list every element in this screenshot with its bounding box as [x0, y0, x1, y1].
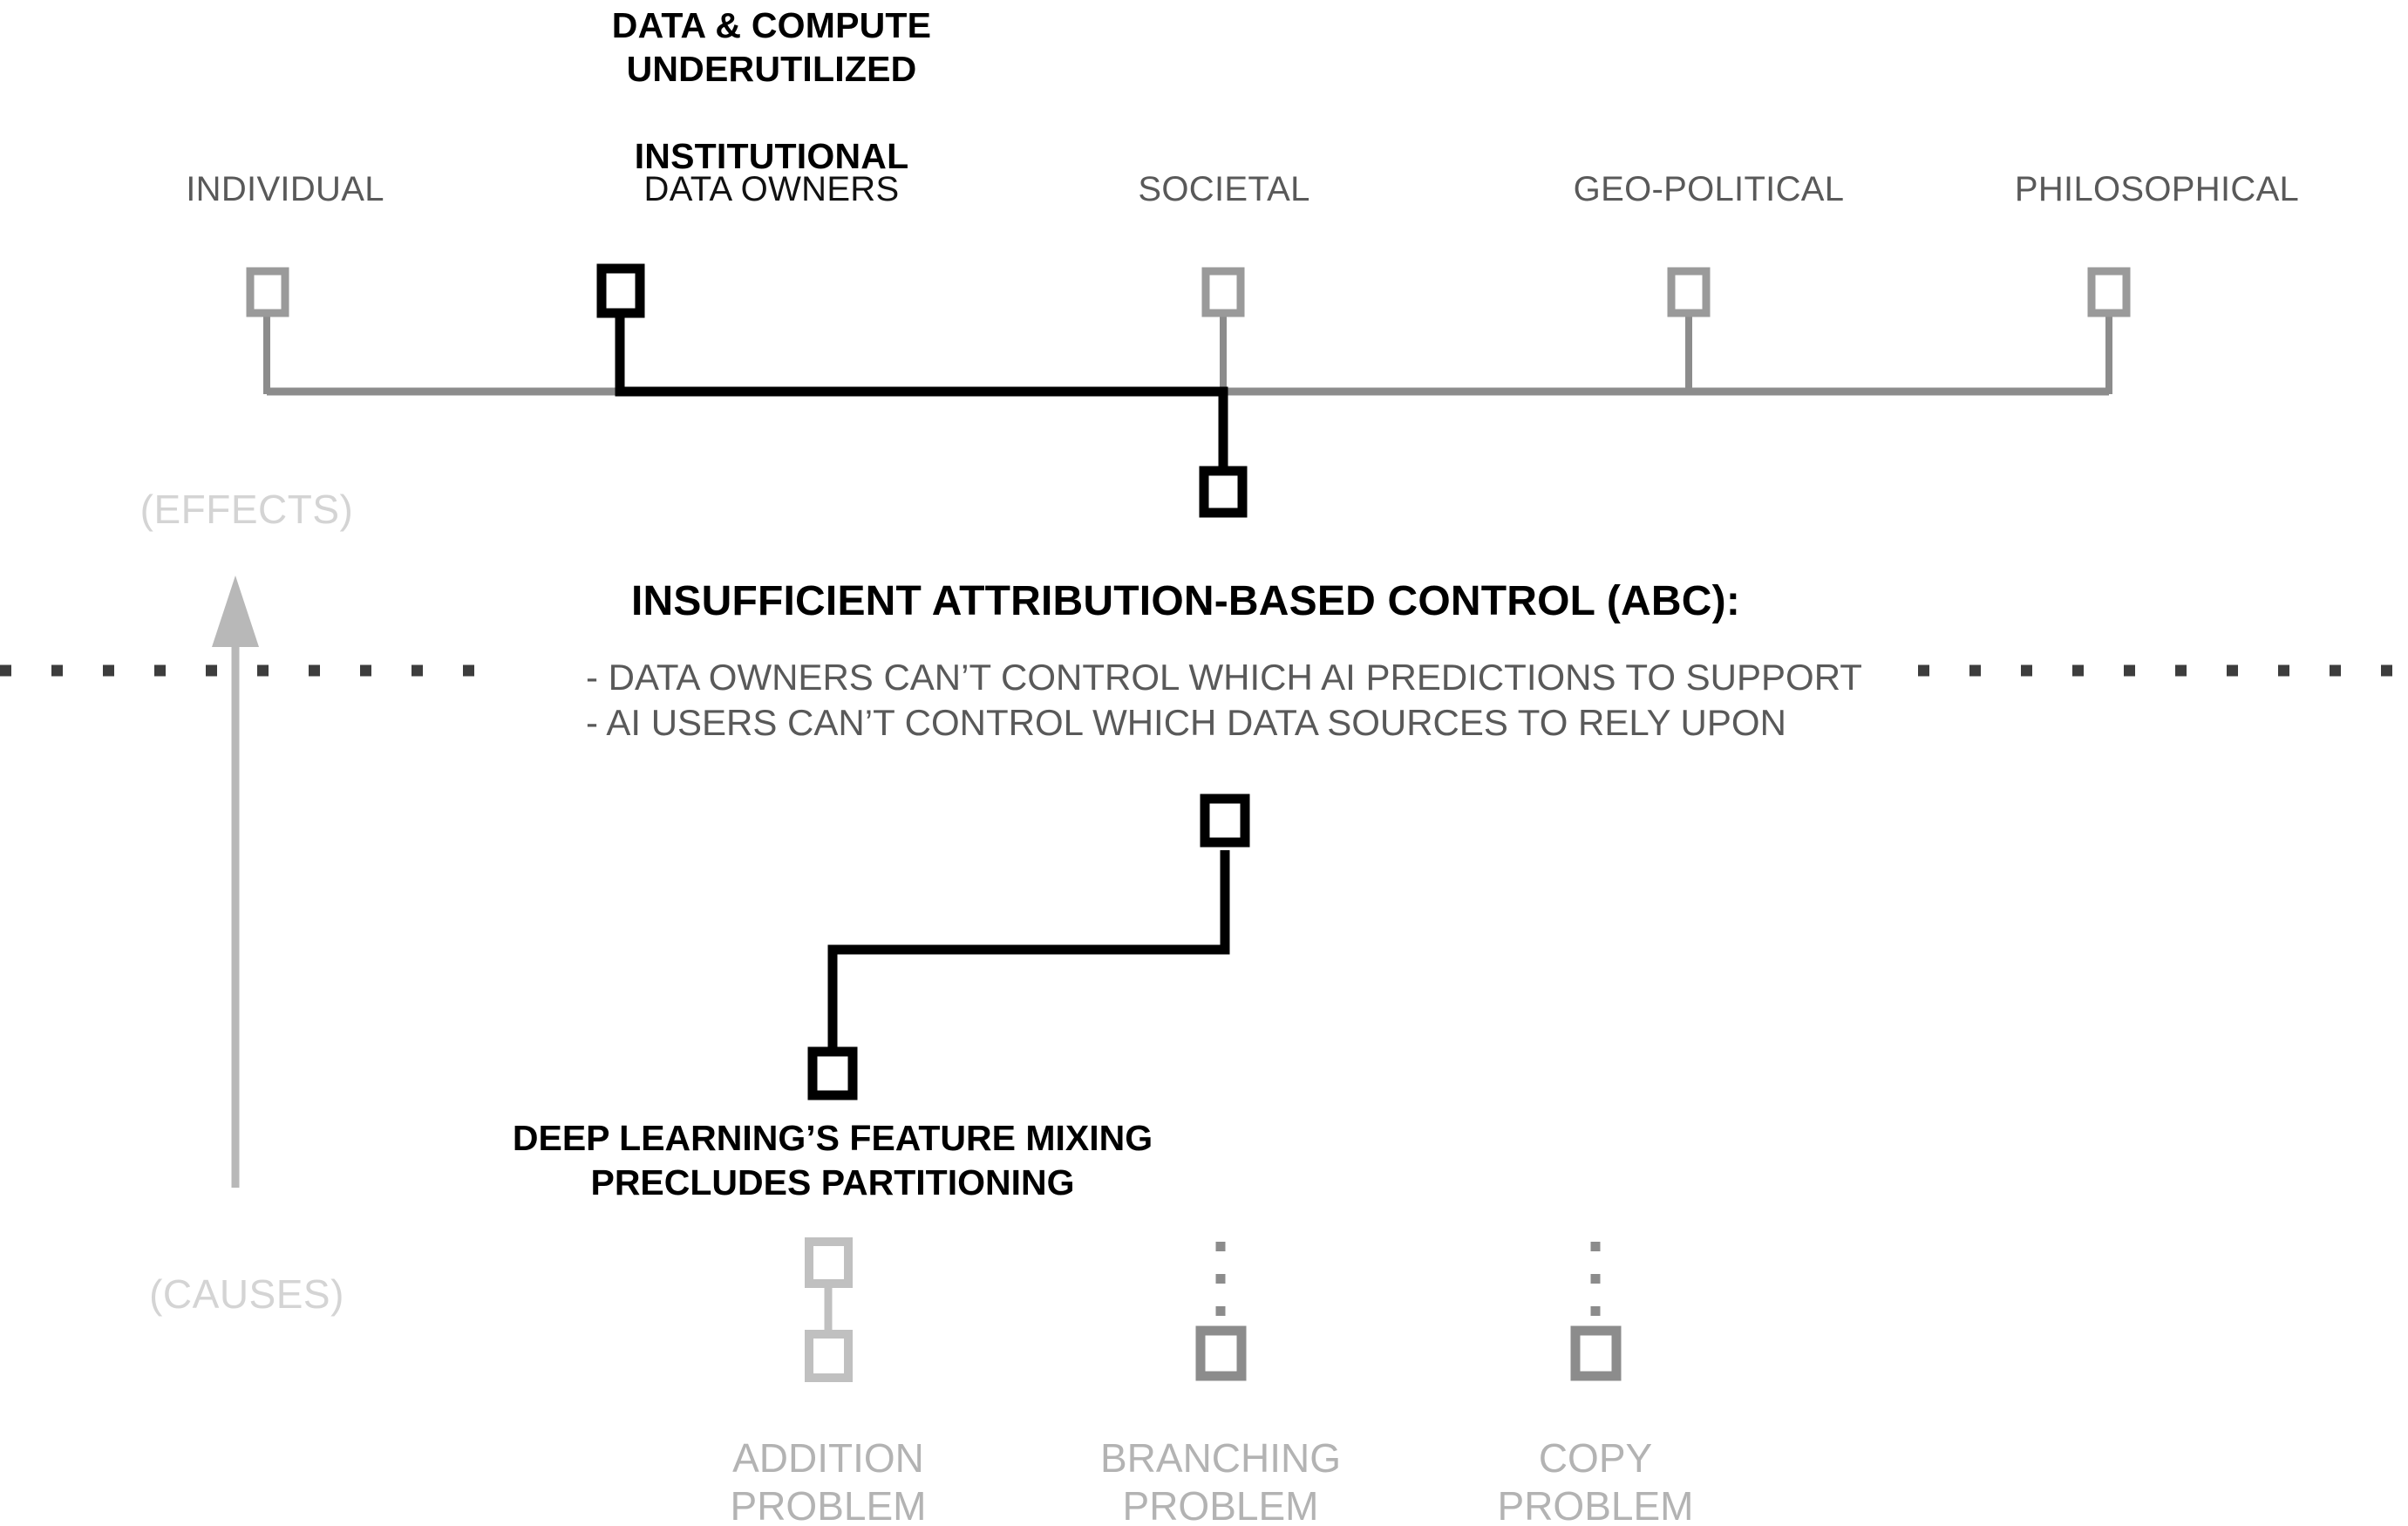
tier-label-data-owners: DATA OWNERS: [643, 170, 900, 208]
problem-motif-copy: [1570, 1242, 1622, 1381]
abc-cause-node-lower[interactable]: [807, 1046, 858, 1100]
tier-node-geo-political[interactable]: [1667, 267, 1711, 317]
tier-label-institutional-prefix: INSTITUTIONAL: [634, 136, 909, 176]
branching-node[interactable]: [1195, 1325, 1247, 1381]
highlight-path-top: [615, 310, 1228, 472]
abc-bullet-ai-users: - AI USERS CAN’T CONTROL WHICH DATA SOUR…: [586, 702, 1786, 743]
tier-node-data-owners[interactable]: [596, 263, 645, 318]
causes-highlight-path: [827, 850, 1230, 1051]
axis-label-causes: (CAUSES): [149, 1271, 344, 1317]
tier-label-geo-political: GEO-POLITICAL: [1573, 170, 1845, 208]
effects-tier-bus: [263, 314, 2112, 396]
problem-caption-copy: COPY PROBLEM: [1497, 1435, 1694, 1526]
deep-learning-heading: DEEP LEARNING’S FEATURE MIXING PRECLUDES…: [512, 1118, 1153, 1202]
top-heading-data-compute-underutilized: DATA & COMPUTE UNDERUTILIZED: [611, 5, 932, 90]
problem-caption-addition: ADDITION PROBLEM: [730, 1435, 927, 1526]
addition-node-bottom[interactable]: [805, 1330, 853, 1382]
tier-label-societal: SOCIETAL: [1138, 170, 1310, 208]
abc-title: INSUFFICIENT ATTRIBUTION-BASED CONTROL (…: [631, 578, 1740, 624]
copy-node[interactable]: [1570, 1325, 1622, 1381]
problem-motif-addition: [805, 1237, 853, 1382]
causes-to-effects-arrow: [212, 576, 259, 1188]
axis-label-effects: (EFFECTS): [139, 487, 354, 532]
effects-outcome-node[interactable]: [1199, 466, 1248, 518]
addition-node-top[interactable]: [805, 1237, 853, 1288]
tier-node-philosophical[interactable]: [2087, 267, 2131, 317]
tier-node-societal[interactable]: [1201, 267, 1245, 317]
abc-cause-node-upper[interactable]: [1200, 794, 1250, 848]
problem-motif-branching: [1195, 1242, 1247, 1381]
tier-label-individual: INDIVIDUAL: [186, 170, 384, 208]
problem-caption-branching: BRANCHING PROBLEM: [1099, 1435, 1342, 1526]
tier-label-philosophical: PHILOSOPHICAL: [2014, 170, 2300, 208]
tier-node-individual[interactable]: [246, 267, 289, 317]
abc-bullet-data-owners: - DATA OWNERS CAN’T CONTROL WHICH AI PRE…: [586, 657, 1862, 698]
